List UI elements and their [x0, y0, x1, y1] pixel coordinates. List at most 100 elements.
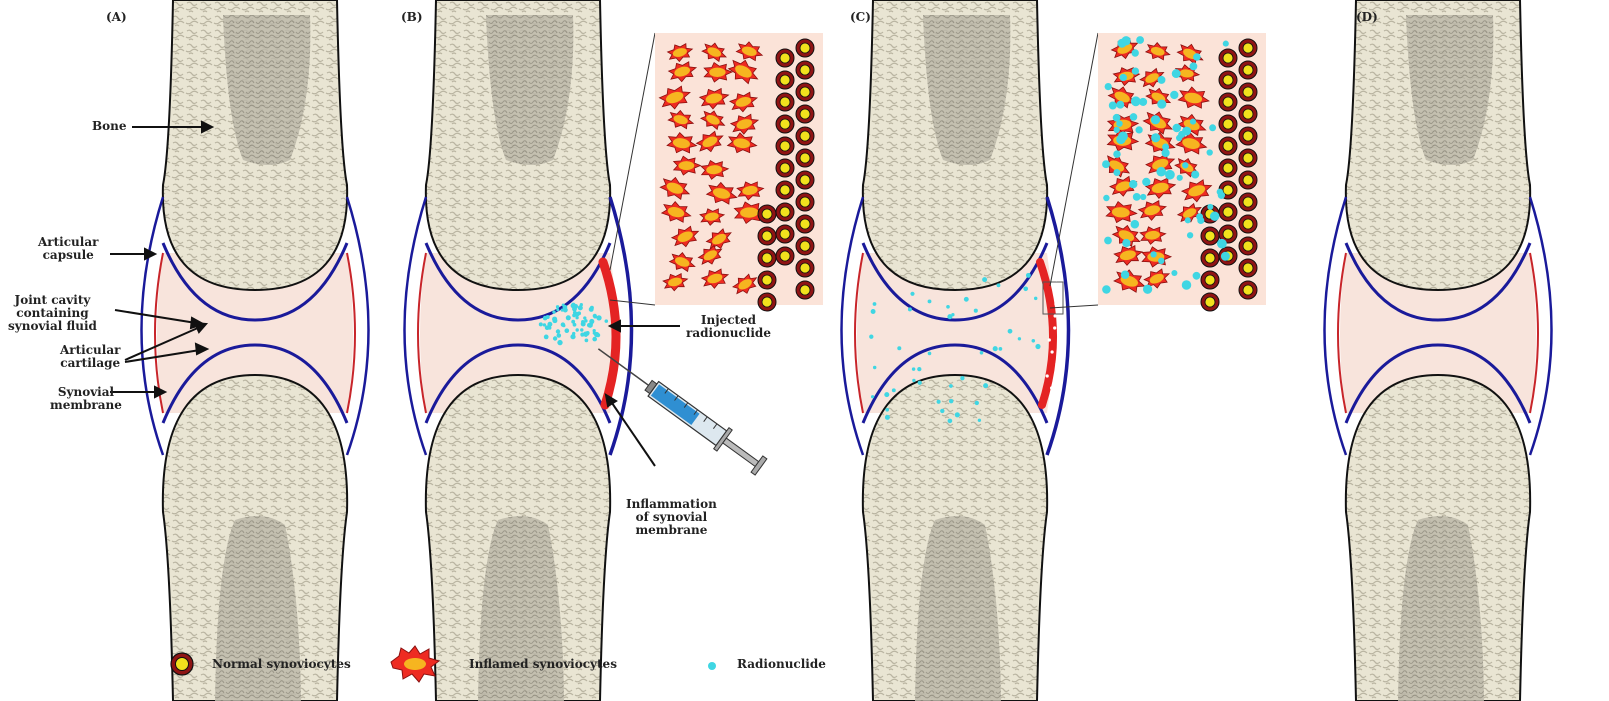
- joint-a: [142, 0, 369, 701]
- radionuclide-particle: [593, 329, 596, 332]
- radionuclide-particle: [1158, 258, 1164, 264]
- radionuclide-particle: [999, 347, 1003, 351]
- radionuclide-particle: [1122, 239, 1130, 247]
- panel-label-b: (B): [401, 10, 423, 24]
- radionuclide-particle: [1102, 160, 1110, 168]
- normal-synoviocyte: [796, 237, 814, 255]
- normal-synoviocyte: [1239, 61, 1257, 79]
- radionuclide-particle: [585, 339, 589, 343]
- radionuclide-particle: [873, 366, 876, 369]
- normal-synoviocyte: [776, 247, 794, 265]
- radionuclide-particle: [553, 336, 557, 340]
- membrane-particle: [1055, 278, 1058, 281]
- radionuclide-particle: [1151, 115, 1160, 124]
- radionuclide-particle: [1191, 170, 1199, 178]
- radionuclide-particle: [978, 419, 981, 422]
- radionuclide-particle: [1187, 232, 1193, 238]
- radionuclide-particle: [948, 419, 953, 424]
- radionuclide-particle: [596, 315, 601, 320]
- radionuclide-particle: [1170, 91, 1178, 99]
- membrane-particle: [1048, 338, 1051, 341]
- radionuclide-particle: [1173, 124, 1182, 133]
- radionuclide-particle: [1118, 39, 1127, 48]
- radionuclide-particle: [1114, 127, 1120, 133]
- radionuclide-particle: [1143, 285, 1152, 294]
- radionuclide-particle: [1131, 49, 1138, 56]
- panel-label-c: (C): [850, 10, 871, 24]
- membrane-particle: [1054, 302, 1057, 305]
- radionuclide-particle: [544, 335, 549, 340]
- label-bone: Bone: [92, 120, 127, 133]
- radionuclide-particle: [928, 299, 932, 303]
- radionuclide-particle: [564, 328, 569, 333]
- radionuclide-particle: [1190, 119, 1196, 125]
- joint-b: [405, 0, 632, 701]
- normal-synoviocyte: [776, 137, 794, 155]
- radionuclide-particle: [983, 383, 988, 388]
- radionuclide-particle: [1223, 41, 1229, 47]
- radionuclide-particle: [871, 395, 874, 398]
- normal-synoviocyte: [1239, 39, 1257, 57]
- radionuclide-particle: [1156, 167, 1166, 177]
- normal-synoviocyte: [776, 181, 794, 199]
- radionuclide-particle: [1121, 270, 1129, 278]
- radionuclide-particle: [554, 319, 557, 322]
- radionuclide-particle: [1171, 270, 1177, 276]
- normal-synoviocyte: [1239, 281, 1257, 299]
- radionuclide-particle: [912, 379, 915, 382]
- normal-synoviocyte: [1201, 271, 1219, 289]
- radionuclide-particle: [583, 332, 588, 337]
- normal-synoviocyte: [796, 39, 814, 57]
- radionuclide-particle: [993, 346, 998, 351]
- legend-inflamed-synoviocyte-icon: [391, 646, 439, 682]
- normal-synoviocyte: [796, 171, 814, 189]
- radionuclide-particle: [885, 408, 889, 412]
- radionuclide-particle: [897, 346, 901, 350]
- normal-synoviocyte: [776, 49, 794, 67]
- radionuclide-particle: [1104, 237, 1112, 245]
- radionuclide-particle: [1034, 297, 1037, 300]
- radionuclide-particle: [964, 297, 969, 302]
- normal-synoviocyte: [1201, 249, 1219, 267]
- radionuclide-particle: [1162, 149, 1170, 157]
- normal-synoviocyte: [796, 105, 814, 123]
- normal-synoviocyte: [776, 203, 794, 221]
- radionuclide-particle: [547, 322, 552, 327]
- normal-synoviocyte: [1219, 159, 1237, 177]
- radionuclide-particle: [1150, 251, 1156, 257]
- radionuclide-particle: [1221, 252, 1230, 261]
- radionuclide-particle: [575, 316, 578, 319]
- radionuclide-particle: [596, 334, 600, 338]
- legend-inflamed-synoviocytes: Inflamed synoviocytes: [469, 657, 617, 671]
- normal-synoviocyte: [796, 215, 814, 233]
- radionuclide-particle: [1165, 170, 1175, 180]
- radionuclide-particle: [1113, 150, 1121, 158]
- radionuclide-particle: [885, 415, 890, 420]
- radionuclide-particle: [949, 384, 953, 388]
- normal-synoviocyte: [1239, 171, 1257, 189]
- radionuclide-particle: [1193, 272, 1201, 280]
- panel-label-d: (D): [1356, 10, 1378, 24]
- normal-synoviocyte: [796, 127, 814, 145]
- normal-synoviocyte: [1239, 237, 1257, 255]
- radionuclide-particle: [605, 319, 609, 323]
- radionuclide-particle: [589, 307, 594, 312]
- radionuclide-particle: [1133, 193, 1141, 201]
- radionuclide-particle: [1032, 339, 1036, 343]
- membrane-particle: [1054, 290, 1057, 293]
- radionuclide-particle: [1008, 329, 1013, 334]
- radionuclide-particle: [955, 412, 960, 417]
- normal-synoviocyte: [796, 193, 814, 211]
- radionuclide-particle: [1105, 83, 1112, 90]
- normal-synoviocyte: [1201, 293, 1219, 311]
- normal-synoviocyte: [1239, 259, 1257, 277]
- normal-synoviocyte: [1219, 203, 1237, 221]
- normal-synoviocyte: [1219, 137, 1237, 155]
- normal-synoviocyte: [796, 281, 814, 299]
- normal-synoviocyte: [1219, 115, 1237, 133]
- membrane-particle: [1046, 374, 1049, 377]
- radionuclide-particle: [1207, 149, 1213, 155]
